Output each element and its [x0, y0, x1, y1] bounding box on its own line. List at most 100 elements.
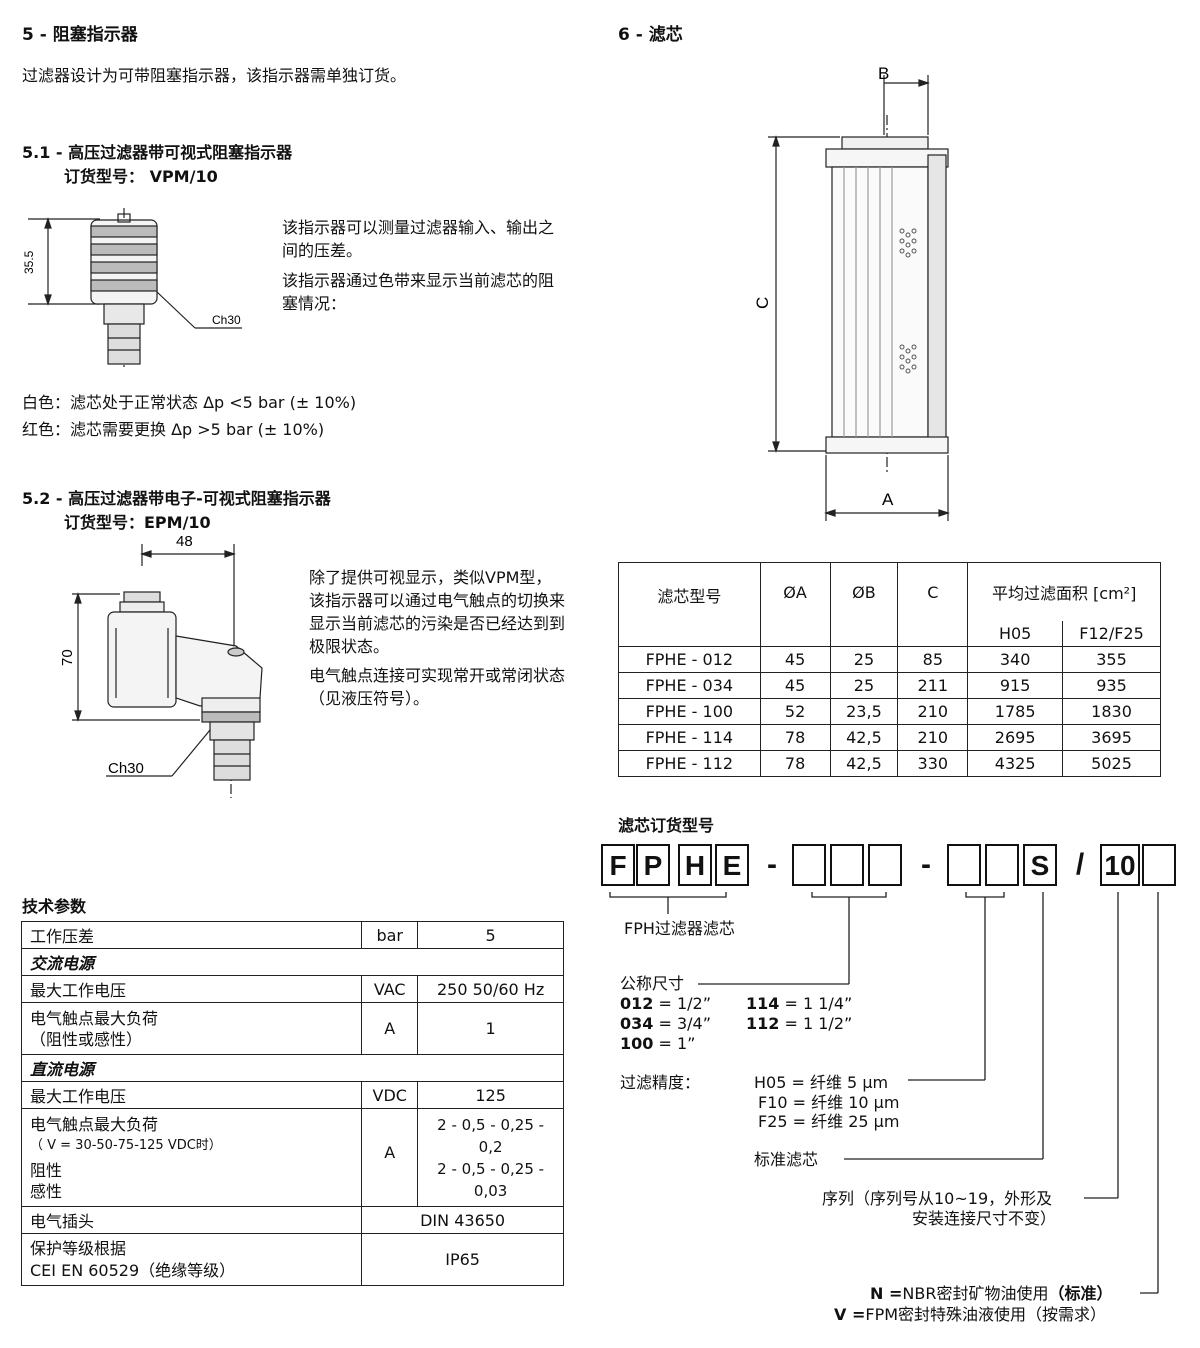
label-grade-title: 过滤精度： — [620, 1073, 701, 1092]
section52-title: 5.2 - 高压过滤器带电子-可视式阻塞指示器 — [22, 489, 331, 508]
section5-intro: 过滤器设计为可带阻塞指示器，该指示器需单独订货。 — [22, 66, 407, 85]
vpm-desc-1: 该指示器可以测量过滤器输入、输出之间的压差。 — [282, 218, 555, 260]
table-row: 交流电源 — [21, 948, 564, 976]
table-cell: 211 — [897, 672, 969, 699]
code-box-size-2 — [830, 844, 864, 886]
label-fph: FPH过滤器滤芯 — [624, 919, 735, 938]
table-row: 电气触点最大负荷 （ V = 30-50-75-125 VDC时） 阻性 感性 … — [20, 1108, 564, 1207]
table-cell: 23,5 — [829, 698, 899, 725]
order-leader-lines — [609, 892, 1159, 1294]
epm-desc-2: 电气触点连接可实现常开或常闭状态（见液压符号）。 — [309, 666, 566, 708]
table-cell: FPHE - 012 — [618, 646, 761, 673]
table-row: 直流电源 — [21, 1054, 564, 1082]
label-standard: 标准滤芯 — [754, 1150, 819, 1169]
seal-n-key: N = — [870, 1284, 903, 1303]
filter-element-drawing: B C A — [753, 64, 950, 521]
grade-h05: H05 = 纤维 5 µm — [754, 1073, 889, 1092]
table-cell: 5025 — [1062, 750, 1161, 777]
label-size-title: 公称尺寸 — [620, 974, 685, 993]
table-cell: 1785 — [967, 698, 1064, 725]
vpm-desc-2: 该指示器通过色带来显示当前滤芯的阻塞情况： — [282, 271, 555, 313]
section6-title: 6 - 滤芯 — [618, 25, 683, 45]
vpm-dim-355: 35.5 — [22, 250, 36, 274]
code-box-size-1 — [792, 844, 826, 886]
table-cell: 42,5 — [829, 724, 899, 751]
code-box-series: 10 — [1100, 844, 1140, 886]
code-box-grade-1 — [947, 844, 981, 886]
code-sep-2: - — [921, 848, 931, 881]
code-box-3: H — [678, 844, 712, 886]
size-012-value: = 1/2” — [653, 994, 712, 1013]
order-title: 滤芯订货型号 — [618, 816, 715, 835]
size-114-value: = 1 1/4” — [779, 994, 853, 1013]
dim-a: A — [882, 490, 894, 509]
section51-order: 订货型号： VPM/10 — [64, 167, 218, 186]
code-box-seal — [1142, 844, 1176, 886]
size-112-value: = 1 1/2” — [779, 1014, 853, 1033]
epm-indicator-drawing: 48 70 Ch30 — [59, 533, 263, 798]
section5-title: 5 - 阻塞指示器 — [22, 25, 138, 45]
table-cell: 340 — [967, 646, 1064, 673]
seal-v-key: V = — [834, 1305, 866, 1324]
size-112-code: 112 — [746, 1014, 780, 1033]
dim-b: B — [878, 64, 889, 83]
code-sep-slash: / — [1075, 848, 1085, 881]
code-box-size-3 — [868, 844, 902, 886]
table-cell: 210 — [897, 698, 969, 725]
table-cell: 78 — [759, 750, 831, 777]
table-row: 滤芯型号 ØA ØB C 平均过滤面积 [cm²] — [618, 562, 1161, 647]
size-100-code: 100 — [620, 1034, 654, 1053]
grade-f10: F10 = 纤维 10 µm — [758, 1093, 900, 1112]
table-cell: 25 — [829, 646, 899, 673]
label-series-1: 序列（序列号从10~19，外形及 — [822, 1189, 1053, 1208]
code-box-2: P — [636, 844, 670, 886]
epm-ch30: Ch30 — [108, 760, 144, 777]
size-012-code: 012 — [620, 994, 654, 1013]
size-114-code: 114 — [746, 994, 780, 1013]
size-034-code: 034 — [620, 1014, 654, 1033]
dim-c: C — [753, 297, 772, 309]
table-cell: FPHE - 100 — [618, 698, 761, 725]
code-box-s: S — [1023, 844, 1057, 886]
seal-n-std: （标准） — [1048, 1284, 1113, 1303]
size-100-value: = 1” — [653, 1034, 696, 1053]
table-cell: 935 — [1062, 672, 1161, 699]
table-cell: FPHE - 112 — [618, 750, 761, 777]
grade-f25: F25 = 纤维 25 µm — [758, 1112, 900, 1131]
table-cell: 4325 — [967, 750, 1064, 777]
table-cell: 915 — [967, 672, 1064, 699]
epm-dim-70: 70 — [59, 649, 76, 666]
vpm-indicator-drawing: 35.5 Ch30 — [22, 208, 242, 370]
table-cell: 85 — [897, 646, 969, 673]
table-cell: 1830 — [1062, 698, 1161, 725]
seal-v-text: FPM密封特殊油液使用（按需求） — [865, 1305, 1107, 1324]
vpm-ch30: Ch30 — [212, 313, 241, 327]
table-cell: 3695 — [1062, 724, 1161, 751]
table-cell: 210 — [897, 724, 969, 751]
table-cell: 42,5 — [829, 750, 899, 777]
code-box-4: E — [715, 844, 749, 886]
table-cell: FPHE - 114 — [618, 724, 761, 751]
table-row: H05 F12/F25 — [619, 620, 1161, 647]
table-cell: 25 — [829, 672, 899, 699]
epm-desc-1: 除了提供可视显示，类似VPM型，该指示器可以通过电气触点的切换来显示当前滤芯的污… — [309, 568, 566, 656]
section52-order: 订货型号：EPM/10 — [64, 513, 211, 532]
table-cell: 52 — [759, 698, 831, 725]
tech-title: 技术参数 — [22, 897, 87, 916]
table-cell: 45 — [759, 646, 831, 673]
label-series-2: 安装连接尺寸不变） — [912, 1209, 1057, 1228]
table-cell: 330 — [897, 750, 969, 777]
code-box-grade-2 — [985, 844, 1019, 886]
epm-dim-48: 48 — [176, 533, 193, 550]
